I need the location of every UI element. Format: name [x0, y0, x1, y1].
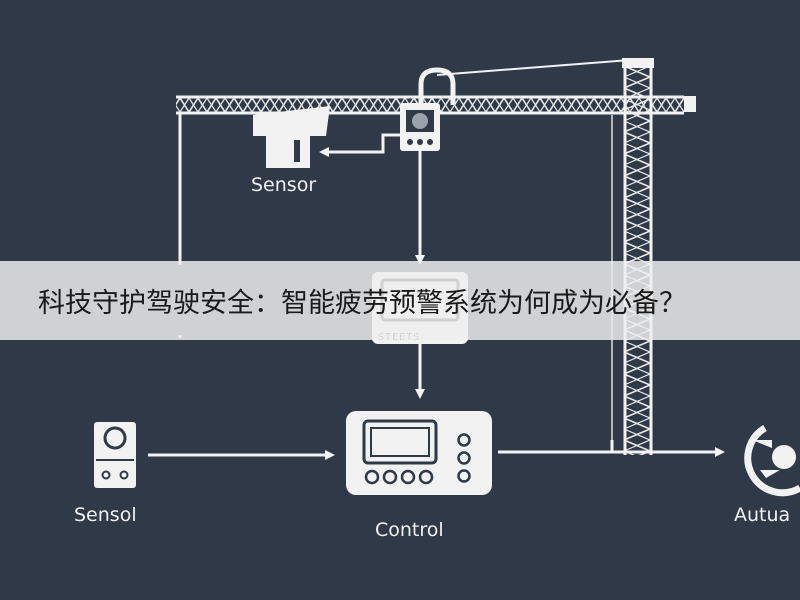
sensor-left-device [94, 422, 136, 488]
crane-cable [436, 59, 631, 450]
label-sensor-top: Sensor [251, 174, 317, 196]
crane-mast [622, 58, 654, 455]
actuator-device [744, 424, 800, 497]
label-actuator: Autua [734, 504, 791, 526]
banner-title: 科技守护驾驶安全：智能疲劳预警系统为何成为必备？ [38, 288, 686, 319]
label-control: Control [375, 519, 444, 541]
hook-shape [418, 67, 456, 105]
title-banner: 科技守护驾驶安全：智能疲劳预警系统为何成为必备？ [0, 261, 800, 340]
connectors [148, 113, 725, 460]
top-device [400, 103, 440, 151]
sensor-top-device [253, 106, 330, 168]
control-unit [346, 411, 492, 495]
label-sensor-left: Sensol [74, 504, 137, 526]
